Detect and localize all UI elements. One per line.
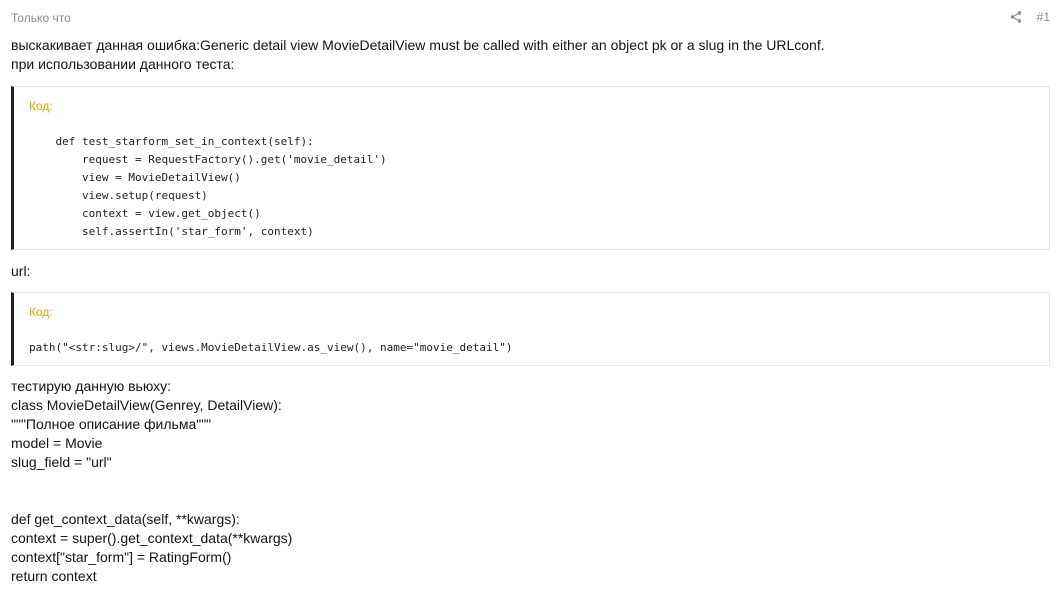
method-line: return context — [11, 568, 97, 584]
code-line: context = view.get_object() — [29, 207, 261, 220]
code-block: Код: def test_starform_set_in_context(se… — [11, 86, 1050, 250]
post-actions: #1 — [1009, 10, 1050, 24]
code-line: def test_starform_set_in_context(self): — [29, 135, 314, 148]
intro-line: при использовании данного теста: — [11, 56, 235, 72]
code-line: request = RequestFactory().get('movie_de… — [29, 153, 387, 166]
code-line: path("<str:slug>/", views.MovieDetailVie… — [29, 341, 513, 354]
post-body: выскакивает данная ошибка:Generic detail… — [11, 36, 1050, 586]
url-label: url: — [11, 263, 31, 279]
code-label: Код: — [29, 99, 53, 113]
view-line: тестирую данную вьюху: — [11, 378, 172, 394]
code-line: view.setup(request) — [29, 189, 208, 202]
method-line: def get_context_data(self, **kwargs): — [11, 511, 240, 527]
post-header: Только что #1 — [11, 0, 1050, 36]
view-line: slug_field = "url" — [11, 454, 112, 470]
code-line: view = MovieDetailView() — [29, 171, 241, 184]
view-line: class MovieDetailView(Genrey, DetailView… — [11, 397, 282, 413]
code-block: Код: path("<str:slug>/", views.MovieDeta… — [11, 292, 1050, 366]
intro-line: выскакивает данная ошибка:Generic detail… — [11, 37, 825, 53]
code-label: Код: — [29, 305, 53, 319]
view-line: model = Movie — [11, 435, 103, 451]
post-number-link[interactable]: #1 — [1036, 10, 1050, 24]
method-line: context["star_form"] = RatingForm() — [11, 549, 232, 565]
method-line: context = super().get_context_data(**kwa… — [11, 530, 293, 546]
post-date: Только что — [11, 11, 71, 25]
view-line: """Полное описание фильма""" — [11, 416, 212, 432]
blank-line — [11, 491, 1050, 510]
blank-line — [11, 472, 1050, 491]
share-icon[interactable] — [1009, 10, 1023, 24]
code-line: self.assertIn('star_form', context) — [29, 225, 314, 238]
